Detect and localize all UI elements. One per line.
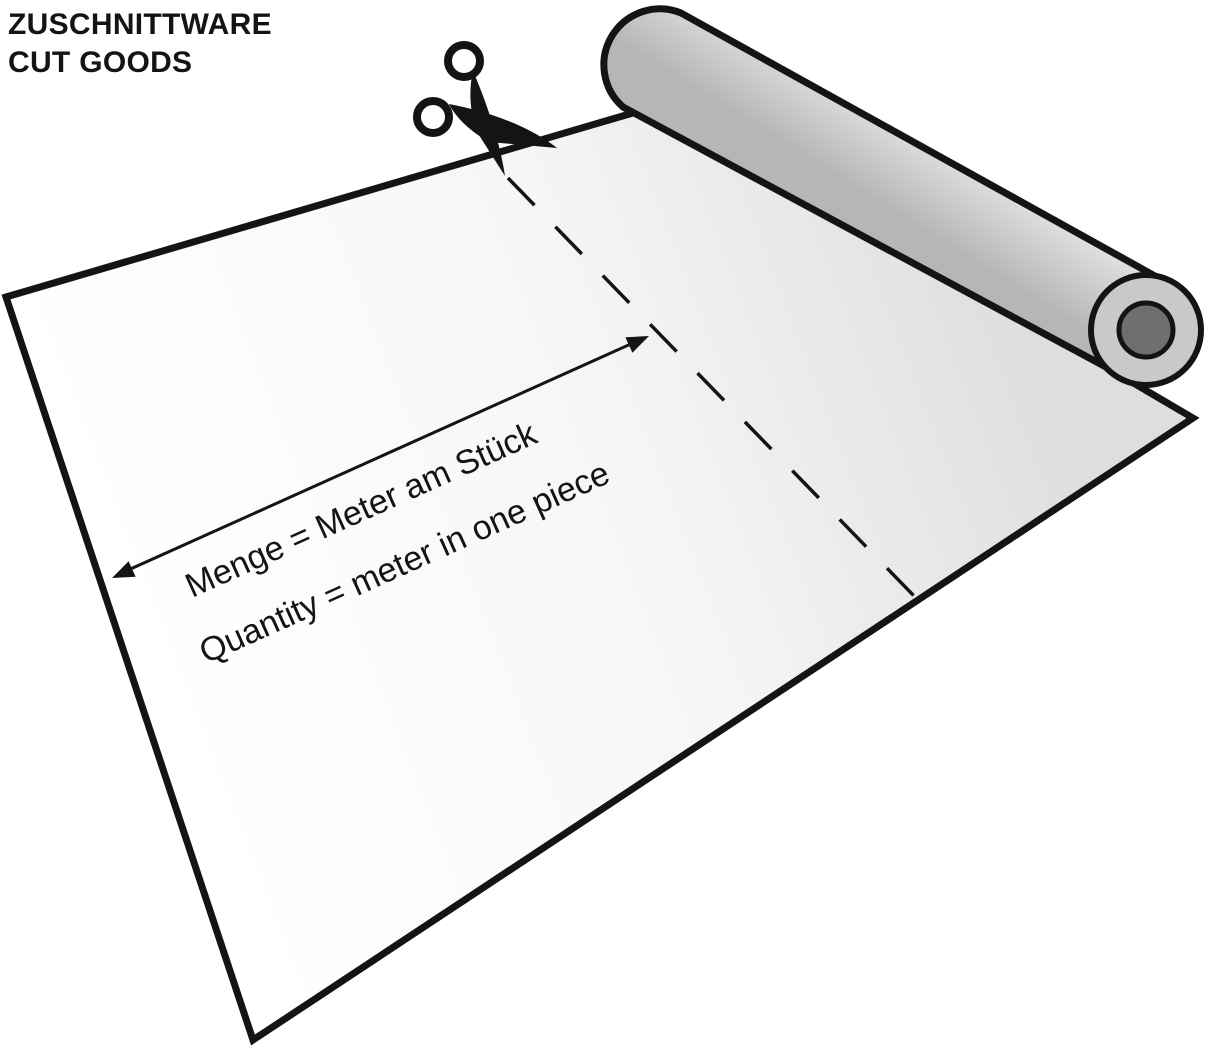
roll-body — [600, 5, 1177, 378]
diagram-title: ZUSCHNITTWARE CUT GOODS — [8, 6, 272, 82]
scissors-blade-right — [449, 104, 557, 148]
fabric-sheet — [1, 101, 1200, 1046]
measure-arrow-shaft — [125, 341, 634, 573]
scissors-handle-upper — [444, 41, 484, 81]
scissors-icon — [413, 41, 557, 176]
cut-line — [506, 176, 918, 600]
fabric-roll — [600, 5, 1204, 388]
scissors-blade-lower — [470, 71, 505, 176]
arrowhead-left-icon — [112, 561, 136, 578]
measure-arrow — [112, 336, 649, 578]
scissors-handle-lower — [413, 97, 453, 137]
roll-core-hole — [1116, 300, 1176, 360]
arrowhead-right-icon — [625, 336, 649, 353]
title-line-en: CUT GOODS — [8, 46, 193, 79]
title-line-de: ZUSCHNITTWARE — [8, 8, 272, 41]
